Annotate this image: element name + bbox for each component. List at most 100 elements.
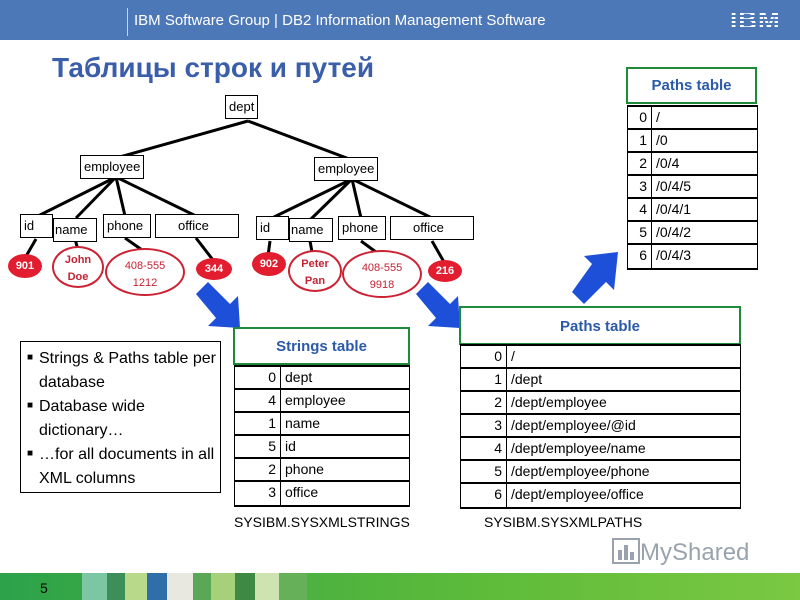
strings-table-title: Strings table <box>233 327 410 365</box>
row-key: 1 <box>235 413 281 434</box>
header-text: IBM Software Group | DB2 Information Man… <box>134 12 546 29</box>
tree-node-employee-right: employee <box>314 157 379 181</box>
value-name-left-line2: Doe <box>67 271 89 283</box>
table-row: 3/0/4/5 <box>627 176 758 199</box>
row-value: office <box>285 484 319 500</box>
table-row: 5/0/4/2 <box>627 222 758 245</box>
value-name-right-line2: Pan <box>304 275 326 287</box>
table-row: 3/dept/employee/@id <box>460 415 741 438</box>
row-value: /0/4/5 <box>656 178 692 194</box>
table-row: 4/0/4/1 <box>627 199 758 222</box>
value-phone-left-line1: 408-555 <box>124 260 166 272</box>
slide-title: Таблицы строк и путей <box>52 52 375 83</box>
value-name-left: John Doe <box>52 246 104 288</box>
row-key: 1 <box>461 369 507 390</box>
bullet-square-icon: ■ <box>27 352 34 363</box>
right-down-arrow-icon <box>416 282 460 328</box>
row-key: 4 <box>628 199 652 220</box>
row-key: 4 <box>235 390 281 411</box>
table-row: 4/dept/employee/name <box>460 438 741 461</box>
tree-node-employee-left: employee <box>80 155 145 179</box>
bullet-item: ■ Database wide dictionary… <box>27 395 216 443</box>
tree-node-id-left: id <box>20 214 53 238</box>
row-value: employee <box>285 392 346 408</box>
tree-node-phone-left: phone <box>103 214 151 238</box>
row-key: 3 <box>235 482 281 505</box>
value-phone-left: 408-555 1212 <box>105 248 185 296</box>
row-value: / <box>511 348 515 364</box>
row-value: /0 <box>656 132 668 148</box>
paths-table-caption: SYSIBM.SYSXMLPATHS <box>484 514 643 530</box>
row-value: /0/4/3 <box>656 247 692 263</box>
row-key: 5 <box>235 436 281 457</box>
table-row: 0/ <box>627 107 758 130</box>
footer-mosaic <box>82 573 307 600</box>
row-value: dept <box>285 369 313 385</box>
value-name-right-line1: Peter <box>301 258 329 270</box>
ibm-logo: IBM <box>730 5 781 35</box>
value-id-left: 901 <box>8 254 42 278</box>
paths-table-title: Paths table <box>459 306 741 345</box>
row-key: 4 <box>461 438 507 459</box>
row-value: /0/4/1 <box>656 201 692 217</box>
table-row: 6/dept/employee/office <box>460 484 741 507</box>
value-name-right: Peter Pan <box>288 250 342 292</box>
row-value: / <box>656 109 660 125</box>
row-key: 2 <box>235 459 281 480</box>
table-row: 0/ <box>460 346 741 369</box>
row-value: id <box>285 438 296 454</box>
row-key: 0 <box>461 346 507 367</box>
row-value: phone <box>285 461 324 477</box>
bullet-square-icon: ■ <box>27 400 34 411</box>
value-phone-right-line1: 408-555 <box>361 262 403 274</box>
paths-small-title: Paths table <box>626 67 757 104</box>
row-value: /dept/employee <box>511 394 607 410</box>
tree-node-id-right: id <box>256 216 289 240</box>
row-value: /dept/employee/@id <box>511 417 636 433</box>
chart-logo-icon <box>612 538 640 564</box>
right-down-arrow-icon <box>196 282 240 328</box>
watermark-text: MyShared <box>640 539 750 566</box>
bullet-text: Database wide dictionary… <box>39 398 145 439</box>
row-key: 6 <box>628 245 652 268</box>
table-row: 5/dept/employee/phone <box>460 461 741 484</box>
row-key: 5 <box>461 461 507 482</box>
value-name-left-line1: John <box>64 254 92 266</box>
tree-node-name-right: name <box>289 218 333 242</box>
strings-table-caption: SYSIBM.SYSXMLSTRINGS <box>234 514 410 530</box>
bullet-item: ■ Strings & Paths table per database <box>27 347 216 395</box>
value-id-right: 902 <box>252 252 286 276</box>
table-row: 2/0/4 <box>627 153 758 176</box>
row-key: 0 <box>628 107 652 128</box>
row-value: /dept <box>511 371 543 387</box>
bullet-text: Strings & Paths table per database <box>39 350 216 391</box>
row-key: 5 <box>628 222 652 243</box>
row-key: 1 <box>628 130 652 151</box>
row-key: 6 <box>461 484 507 507</box>
row-value: /dept/employee/office <box>511 486 644 502</box>
tree-node-office-left: office <box>155 214 239 238</box>
value-phone-right: 408-555 9918 <box>342 250 422 298</box>
row-key: 3 <box>628 176 652 197</box>
row-key: 3 <box>461 415 507 436</box>
value-office-right: 216 <box>428 260 462 282</box>
bullet-square-icon: ■ <box>27 448 34 459</box>
row-value: /dept/employee/phone <box>511 463 650 479</box>
value-phone-right-line2: 9918 <box>369 279 395 291</box>
table-row: 1/dept <box>460 369 741 392</box>
header-separator <box>127 8 128 36</box>
row-value: /0/4 <box>656 155 680 171</box>
value-office-left: 344 <box>196 258 232 280</box>
tree-node-dept: dept <box>225 95 259 119</box>
table-row: 2/dept/employee <box>460 392 741 415</box>
row-value: /dept/employee/name <box>511 440 646 456</box>
up-right-arrow-icon <box>572 252 618 304</box>
tree-node-name-left: name <box>53 218 97 242</box>
